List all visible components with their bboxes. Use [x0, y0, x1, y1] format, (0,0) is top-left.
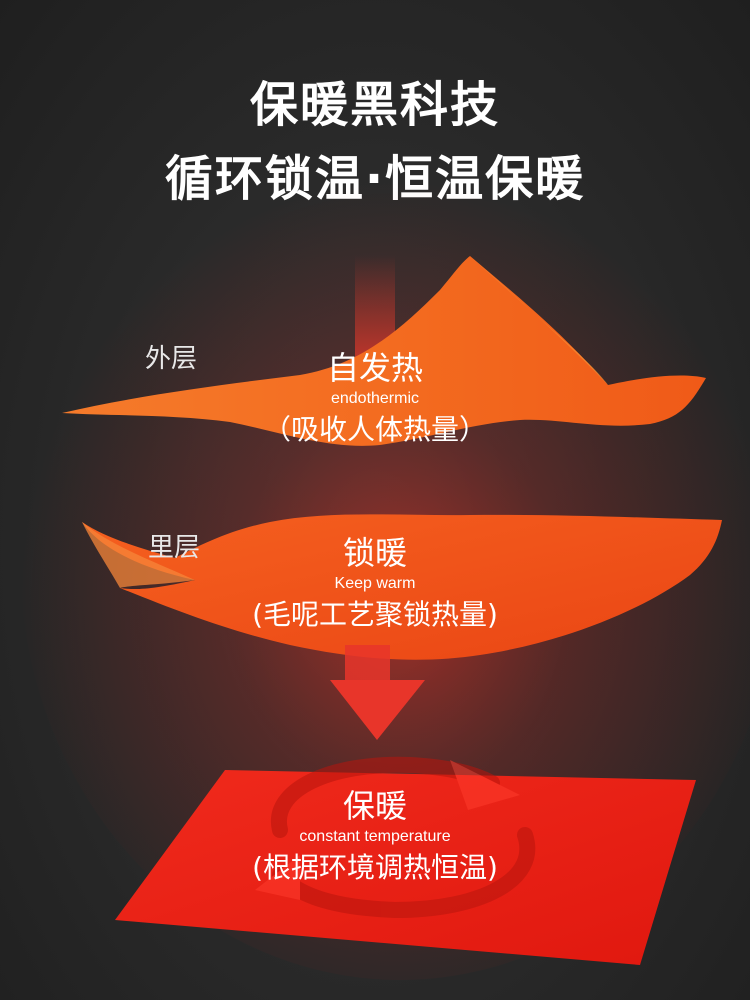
circular-arrow-icon [255, 756, 536, 919]
inner-layer-shape [82, 514, 722, 660]
inner-layer-label: 里层 [148, 533, 201, 563]
headline-line-1: 保暖黑科技 [249, 77, 500, 133]
outer-layer-label: 外层 [145, 344, 198, 374]
base-layer-shape [115, 770, 696, 965]
outer-layer-shape [62, 256, 706, 446]
inner-layer-fold [82, 522, 195, 588]
down-arrow-icon [330, 645, 425, 740]
